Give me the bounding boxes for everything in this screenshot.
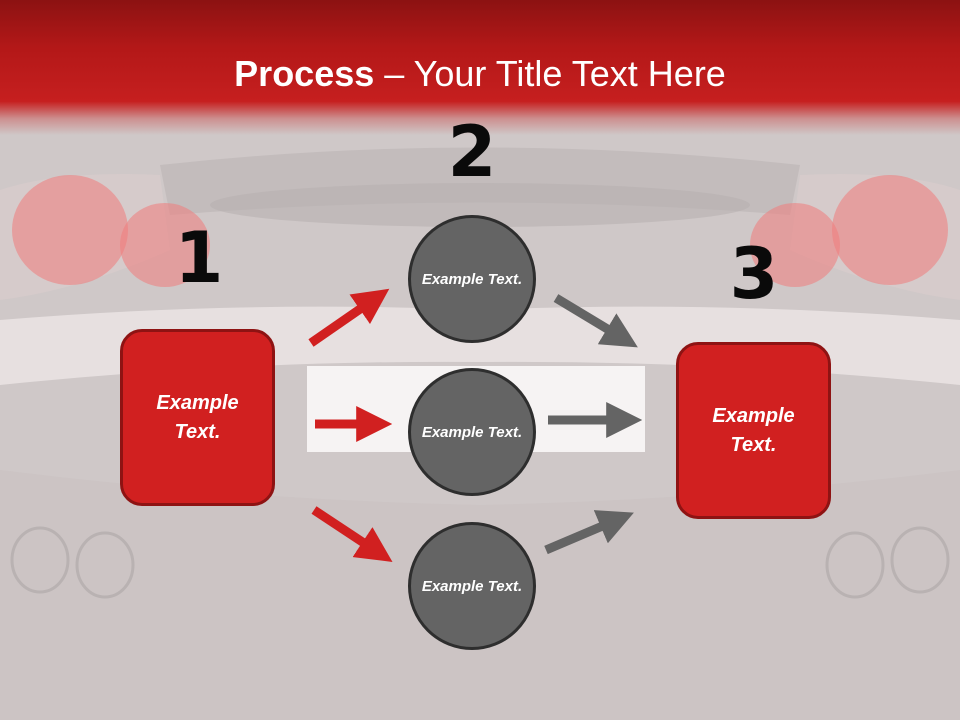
arrow-grey-up bbox=[544, 510, 634, 555]
arrow-red-up bbox=[308, 288, 390, 347]
step-number-3: 3 bbox=[729, 233, 779, 315]
title-bold: Process bbox=[234, 53, 375, 94]
circle-top[interactable]: Example Text. bbox=[408, 215, 536, 343]
title-bar bbox=[0, 0, 960, 135]
arrow-grey-down bbox=[553, 294, 638, 348]
circle-bottom[interactable]: Example Text. bbox=[408, 522, 536, 650]
step-box-left[interactable]: Example Text. bbox=[120, 329, 275, 506]
step-box-right-text: Example Text. bbox=[712, 404, 795, 456]
step-number-1: 1 bbox=[174, 217, 224, 299]
step-number-2: 2 bbox=[447, 111, 497, 193]
step-box-right[interactable]: Example Text. bbox=[676, 342, 831, 519]
step-box-left-text: Example Text. bbox=[156, 391, 239, 443]
circle-middle[interactable]: Example Text. bbox=[408, 368, 536, 496]
circle-top-text: Example Text. bbox=[421, 270, 523, 288]
title-rest: – Your Title Text Here bbox=[374, 53, 726, 94]
circle-middle-text: Example Text. bbox=[421, 423, 523, 441]
circle-bottom-text: Example Text. bbox=[421, 577, 523, 595]
slide-title[interactable]: Process – Your Title Text Here bbox=[0, 50, 960, 98]
arrow-red-down bbox=[311, 506, 393, 562]
